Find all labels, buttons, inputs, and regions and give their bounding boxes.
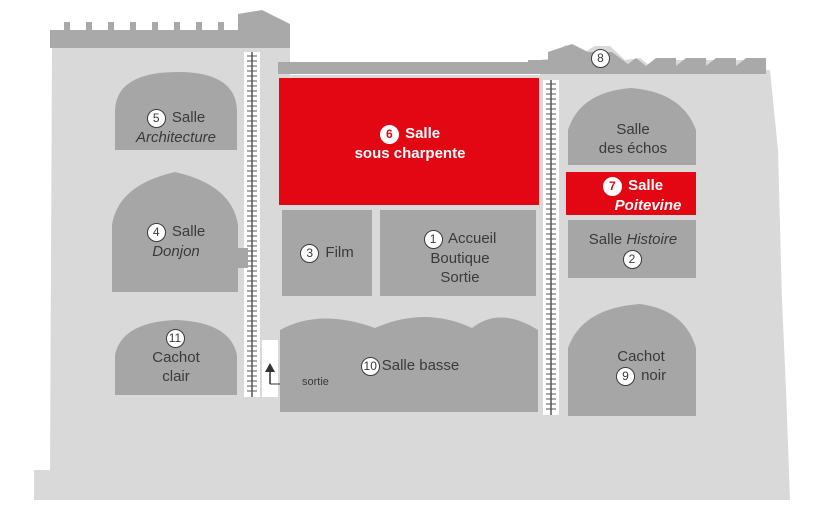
room-1-number: 1 <box>423 229 443 249</box>
room-3-line1: Film <box>325 244 354 261</box>
room-2-number: 2 <box>622 249 642 269</box>
room-2-label[interactable]: Salle Histoire 2 <box>572 230 694 269</box>
room-11-line2: clair <box>162 367 190 385</box>
room-6-line1: Salle <box>405 125 441 142</box>
room-7-number: 7 <box>602 176 622 196</box>
room-5-label[interactable]: 5 Salle Architecture <box>113 108 239 147</box>
room-10-line1: Salle basse <box>381 357 460 374</box>
room-6-line2: sous charpente <box>354 144 466 162</box>
room-7-label[interactable]: 7 Salle Poitevine <box>572 176 694 215</box>
room-9-number: 9 <box>615 366 635 386</box>
room-3-shape <box>282 210 372 296</box>
room-8-number[interactable]: 8 <box>591 49 610 68</box>
right-staircase <box>543 80 559 415</box>
room-5-line2: Architecture <box>135 128 217 146</box>
room-1-label[interactable]: 1 Accueil Boutique Sortie <box>395 229 525 287</box>
exit-label: sortie <box>302 376 329 388</box>
room-echos-label[interactable]: Salle des échos <box>572 120 694 158</box>
room-11-shape <box>115 320 237 395</box>
room-7-line2: Poitevine <box>614 196 682 214</box>
room-1-shape <box>380 210 536 296</box>
room-6-shape <box>279 78 539 205</box>
room-4-label[interactable]: 4 Salle Donjon <box>113 222 239 261</box>
room-4-ledge <box>238 248 248 268</box>
room-7-shape <box>566 172 696 215</box>
room-echos-shape <box>568 88 696 165</box>
room-6-label[interactable]: 6 Salle sous charpente <box>330 124 490 163</box>
room-1-line3: Sortie <box>440 268 480 286</box>
room-3-number: 3 <box>300 243 320 263</box>
room-echos-line1: Salle <box>616 121 650 138</box>
room-5-line1: Salle <box>171 109 206 126</box>
room-11-number: 11 <box>165 328 185 348</box>
room-1-line2: Boutique <box>430 249 490 267</box>
room-10-shape <box>280 317 538 412</box>
room-2-line1: Salle <box>588 231 623 248</box>
room-echos-line2: des échos <box>598 140 668 157</box>
room-2-line2: Histoire <box>626 231 678 248</box>
room-9-line1: Cachot <box>617 348 665 365</box>
left-staircase <box>244 52 260 397</box>
room-1-line1: Accueil <box>447 230 497 247</box>
room-5-shape <box>115 72 237 150</box>
room-6-number: 6 <box>379 124 399 144</box>
room-9-line2: noir <box>641 367 667 384</box>
room-4-line1: Salle <box>171 223 206 240</box>
room-9-label[interactable]: Cachot 9 noir <box>580 347 702 386</box>
room-9-shape <box>568 304 696 416</box>
room-4-number: 4 <box>146 222 166 242</box>
room-4-shape <box>112 172 238 292</box>
room-7-line1: Salle <box>628 177 664 194</box>
room-11-line1: Cachot <box>152 348 200 366</box>
room-3-label[interactable]: 3 Film <box>286 243 368 263</box>
room-11-label[interactable]: 11 Cachot clair <box>113 328 239 386</box>
staircase-steps <box>247 55 556 410</box>
room-5-number: 5 <box>146 108 166 128</box>
room-10-number: 10 <box>360 356 380 376</box>
room-4-line2: Donjon <box>152 242 200 260</box>
